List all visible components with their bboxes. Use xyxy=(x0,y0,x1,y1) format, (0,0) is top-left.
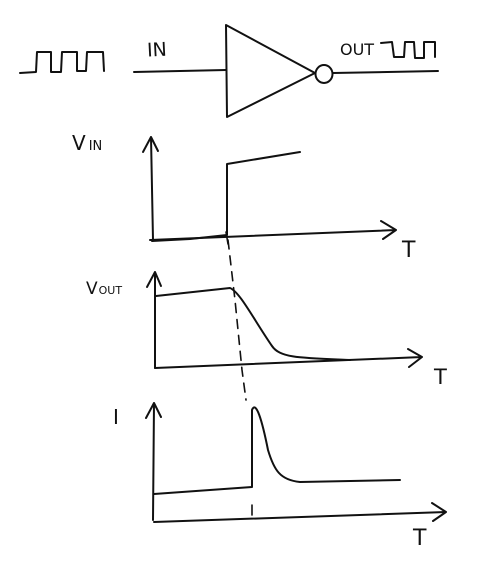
vout-waveform xyxy=(155,287,351,361)
vin-x-label: T xyxy=(401,238,416,263)
inverter-bubble xyxy=(314,64,334,84)
vin-x-axis xyxy=(149,220,397,241)
vout-y-label: VOUT xyxy=(86,279,122,299)
current-x-label: T xyxy=(412,526,427,551)
vin-y-axis xyxy=(142,136,159,241)
output-wire xyxy=(332,70,439,74)
current-y-axis xyxy=(145,402,162,521)
output-square-wave xyxy=(380,41,436,59)
vout-plot: VOUT T xyxy=(86,271,447,389)
current-plot: I T xyxy=(113,402,447,551)
input-label: IN xyxy=(146,39,167,62)
time-alignment-markers xyxy=(225,231,253,516)
input-wire xyxy=(133,69,227,73)
vout-x-axis xyxy=(154,348,423,369)
output-label: OUT xyxy=(340,40,374,59)
current-x-axis xyxy=(153,502,447,523)
current-y-label: I xyxy=(113,405,119,429)
inverter-schematic: IN OUT xyxy=(19,24,439,118)
current-waveform xyxy=(153,406,401,495)
vin-switch-tick xyxy=(225,231,229,245)
inverter-triangle xyxy=(225,24,316,118)
input-square-wave xyxy=(19,51,105,74)
vout-x-label: T xyxy=(433,365,447,389)
vin-waveform xyxy=(151,151,301,242)
vout-y-axis xyxy=(146,271,162,369)
transition-dashed-line xyxy=(227,239,247,401)
